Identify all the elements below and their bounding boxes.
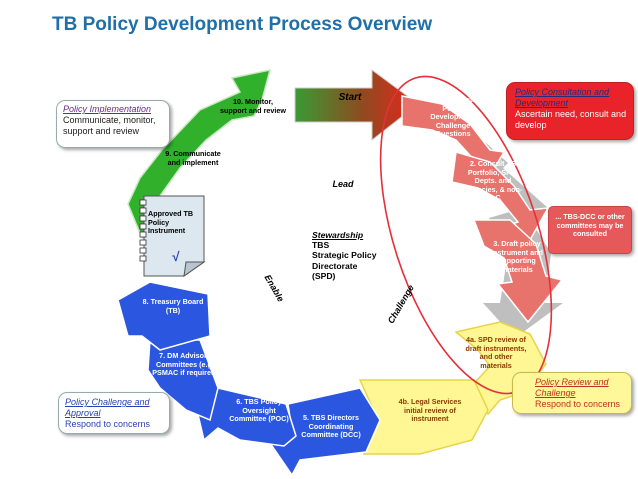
callout-challenge-approval: Policy Challenge and Approval Respond to…	[58, 392, 170, 434]
callout-body: Respond to concerns	[535, 399, 621, 409]
step-10-label: 10. Monitor, support and review	[220, 97, 286, 115]
ring-label-lead: Lead	[332, 179, 354, 189]
green-arrow-segment	[127, 69, 272, 239]
callout-implementation: Policy Implementation Communicate, monit…	[56, 100, 170, 148]
stewardship-line: Directorate	[312, 260, 358, 271]
step-8-label: 8. Treasury Board (TB)	[142, 297, 204, 315]
callout-heading: Policy Challenge and Approval	[65, 397, 150, 418]
document-label: Approved TB Policy Instrument	[148, 209, 194, 236]
callout-heading: Policy Consultation and Development	[515, 87, 610, 108]
approved-document	[139, 195, 206, 278]
red-arrow-step-3	[472, 219, 564, 324]
blue-arrow-step-6	[195, 387, 297, 447]
step-2-label: 2. Consult TB Portfolio, SPD, Depts. and…	[463, 159, 523, 203]
start-label: Start	[338, 92, 362, 103]
blue-arrow-step-7	[147, 339, 219, 422]
stewardship-line: (SPD)	[312, 270, 336, 281]
step-7-label: 7. DM Advisory Committees (e.g. PSMAC if…	[152, 351, 218, 378]
callout-heading: Policy Review and Challenge	[535, 377, 609, 398]
step-1-label: 1. Initiate with Policy Development Chal…	[429, 95, 477, 139]
step-4a-label: 4a. SPD review of draft instruments, and…	[465, 335, 527, 370]
callout-body: Ascertain need, consult and develop	[515, 109, 627, 130]
step-3b-label: ... TBS-DCC or other committees may be c…	[555, 212, 625, 239]
callout-body: Respond to concerns	[65, 419, 151, 429]
callout-heading: Policy Implementation	[63, 104, 152, 114]
blue-arrow-step-8	[117, 281, 211, 351]
step-3-label: 3. Draft policy instrument and supportin…	[491, 239, 543, 274]
stewardship-line: Strategic Policy	[312, 250, 377, 261]
start-arrow	[294, 69, 419, 142]
stewardship-heading: Stewardship	[312, 230, 364, 240]
step-3b-box: ... TBS-DCC or other committees may be c…	[548, 206, 632, 254]
callout-body: Communicate, monitor, support and review	[63, 115, 156, 136]
step-9-label: 9. Communicate and implement	[165, 149, 221, 167]
checkmark-icon: √	[172, 249, 180, 264]
callout-consultation: Policy Consultation and Development Asce…	[506, 82, 634, 140]
stewardship-line: TBS	[312, 240, 330, 251]
stewardship-block: Stewardship TBS Strategic Policy Directo…	[312, 230, 402, 281]
step-4b-label: 4b. Legal Services initial review of ins…	[398, 397, 462, 424]
step-6-label: 6. TBS Policy Oversight Committee (POC)	[229, 397, 289, 424]
page-title: TB Policy Development Process Overview	[52, 14, 433, 35]
step-5-label: 5. TBS Directors Coordinating Committee …	[301, 413, 361, 440]
callout-review-challenge: Policy Review and Challenge Respond to c…	[512, 372, 632, 414]
